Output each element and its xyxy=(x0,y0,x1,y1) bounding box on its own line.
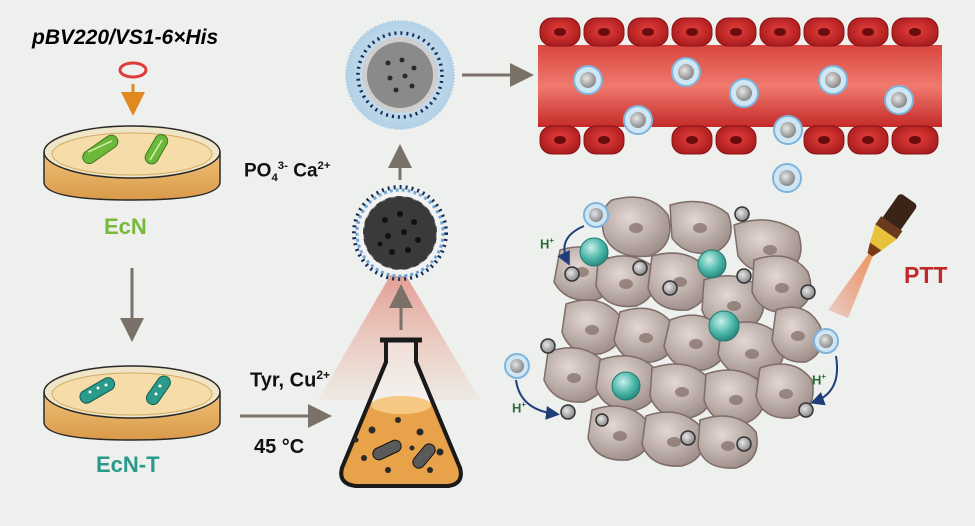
ecn-bacterium-2 xyxy=(144,134,169,165)
ptt-label: PTT xyxy=(904,262,948,288)
tyr-cu-text: Tyr, Cu xyxy=(250,369,317,392)
h-plus-top-sup: + xyxy=(549,236,554,245)
flask-bacterium-1 xyxy=(372,439,402,461)
ecnt-bacterium-1 xyxy=(79,377,116,404)
po4-ca-label: PO43- Ca2+ xyxy=(244,160,331,184)
membrane-nanoparticle xyxy=(352,185,448,281)
tyr-cu-sup: 2+ xyxy=(316,368,330,382)
mineralized-nanoparticle xyxy=(345,20,455,130)
h-plus-right-text: H xyxy=(812,372,822,388)
h-arrow-left xyxy=(515,379,560,420)
rbc-row-bottom xyxy=(539,125,939,155)
ecnt-bacterium-2 xyxy=(145,375,171,406)
ecnt-label: EcN-T xyxy=(96,452,160,477)
h-plus-top-text: H xyxy=(540,236,550,252)
erlenmeyer-flask xyxy=(339,337,463,488)
vessel-nanoparticles xyxy=(573,57,914,193)
h-plus-right-sup: + xyxy=(821,372,826,381)
po4-sub: 4 xyxy=(271,172,278,185)
tumor-halo-nanoparticles xyxy=(504,202,839,379)
laser-device xyxy=(828,194,917,318)
ecn-bacterium-1 xyxy=(82,134,119,165)
h-arrow-top xyxy=(557,225,585,266)
light-beam xyxy=(318,262,480,400)
ca-sup: 2+ xyxy=(317,160,331,172)
flask-bacterium-2 xyxy=(412,443,436,469)
h-arrow-right xyxy=(810,355,838,406)
tyr-cu-label: Tyr, Cu2+ xyxy=(250,368,330,393)
plasmid-label: pBV220/VS1-6×His xyxy=(32,26,219,49)
teal-particles xyxy=(579,237,740,401)
petri-dish-ecnt xyxy=(43,365,221,441)
rbc-row-top xyxy=(539,17,939,47)
h-plus-left: H+ xyxy=(512,400,526,415)
melanin-particles xyxy=(540,206,816,452)
plasmid-ring xyxy=(118,61,148,79)
petri-dish-ecn xyxy=(43,125,221,201)
h-plus-left-text: H xyxy=(512,400,522,416)
blood-vessel xyxy=(538,17,942,193)
ecn-label: EcN xyxy=(104,214,147,239)
h-plus-top: H+ xyxy=(540,236,554,251)
temperature-label: 45 °C xyxy=(254,436,305,458)
tumor-cluster xyxy=(504,196,839,469)
h-plus-right: H+ xyxy=(812,372,826,387)
h-plus-left-sup: + xyxy=(521,400,526,409)
po4-sup: 3- xyxy=(277,160,288,172)
ca-text: Ca xyxy=(287,160,318,182)
po4-text: PO xyxy=(244,160,272,182)
